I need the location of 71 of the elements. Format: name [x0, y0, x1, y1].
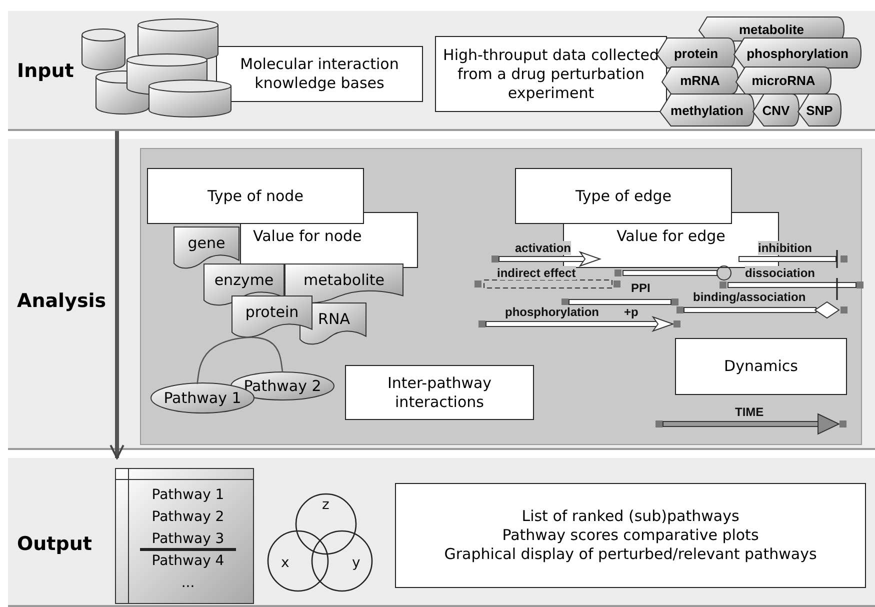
entity-type-shape [173, 226, 240, 270]
node-label: enzyme [214, 271, 274, 290]
node-label: Graphical display of perturbed/relevant pathways [443, 545, 818, 564]
data-type-tag [656, 37, 736, 69]
node-label: Dynamics [723, 357, 799, 376]
set-label: x [281, 556, 290, 570]
entity-type-shape [284, 263, 404, 305]
data-type-tag [661, 66, 739, 95]
node-label: Pathway scores comparative plots [501, 526, 760, 545]
edge-type-label: phosphorylation [505, 305, 599, 319]
node-label: gene [188, 234, 226, 253]
database-cylinder [81, 28, 126, 70]
data-type-tag [797, 93, 842, 127]
text-box [345, 365, 534, 420]
flow-arrow [110, 131, 124, 459]
edge-type-label: PPI [631, 281, 650, 295]
section-band [8, 11, 875, 131]
tag-label: microRNA [752, 73, 816, 88]
text-box [216, 46, 423, 102]
interaction-line [196, 336, 284, 384]
data-type-tag [752, 93, 800, 127]
node-label: Type of node [206, 186, 304, 206]
list-item: Pathway 3 [140, 530, 236, 551]
set-label: y [352, 556, 360, 570]
ranked-list-panel [115, 468, 254, 604]
edge-type-label: TIME [735, 405, 764, 419]
node-label: Type of edge [574, 186, 672, 206]
database-cylinder [148, 79, 232, 117]
entity-type-shape [231, 295, 313, 339]
node-label: High-throuput data collected from a drug perturbation experiment [442, 46, 660, 102]
set-label: z [322, 498, 330, 512]
section-band [8, 139, 875, 450]
data-type-tag [733, 37, 862, 69]
node-label: Pathway 1 [164, 388, 242, 408]
edge-type-label: inhibition [758, 241, 812, 255]
tag-label: CNV [762, 102, 790, 118]
text-box [147, 168, 364, 224]
section-label: Input [17, 60, 74, 82]
edge-type-label: activation [515, 241, 572, 255]
list-item: Pathway 4 [150, 552, 226, 570]
node-label: metabolite [303, 271, 385, 290]
list-item: ... [180, 574, 196, 592]
section-label: Analysis [17, 290, 106, 312]
node-label: Value for node [252, 227, 363, 246]
pathway-ellipse [230, 371, 335, 401]
entity-type-shape [299, 302, 367, 346]
list-item: Pathway 2 [150, 508, 226, 526]
edge-type-label: binding/association [693, 290, 806, 304]
tag-label: methylation [670, 102, 744, 118]
node-label: List of ranked (sub)pathways [520, 507, 740, 526]
node-label: Pathway 2 [244, 376, 322, 396]
node-label: Inter-pathway interactions [386, 374, 493, 412]
node-label: Molecular interaction knowledge bases [239, 55, 400, 93]
text-box [675, 338, 847, 395]
list-item: Pathway 1 [150, 486, 226, 504]
tag-label: metabolite [738, 22, 804, 36]
section-band [8, 458, 875, 607]
edge-type-label: indirect effect [497, 266, 576, 280]
text-box [435, 36, 667, 112]
section-label: Output [17, 533, 92, 555]
tag-label: phosphorylation [746, 46, 848, 60]
tag-label: SNP [806, 102, 833, 118]
tag-label: protein [674, 46, 718, 60]
text-box [395, 483, 866, 588]
node-label: RNA [318, 310, 350, 329]
node-label: Value for edge [616, 227, 726, 246]
text-box [515, 168, 732, 224]
node-label: protein [245, 303, 299, 322]
tag-label: mRNA [680, 73, 720, 88]
edge-type-label: dissociation [745, 266, 816, 280]
data-type-tag [735, 66, 832, 95]
